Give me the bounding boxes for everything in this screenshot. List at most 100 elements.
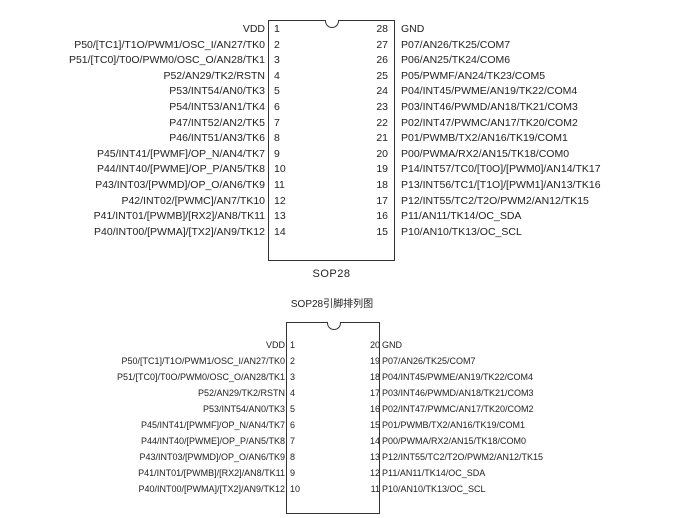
sop20-pin-label: P43/INT03/[PWMD]/OP_O/AN6/TK9 [139,451,285,462]
sop20-pin-number: 1 [290,340,296,350]
sop20-pin-number: 12 [369,467,380,478]
sop28-pin-label: P04/INT45/PWME/AN19/TK22/COM4 [401,85,578,98]
sop28-pin-number: 15 [376,225,388,238]
sop20-pin-label: P10/AN10/TK13/OC_SCL [382,483,486,494]
sop28-pin-number: 25 [376,69,388,82]
sop28-pin-number: 8 [274,132,280,145]
sop20-pin-label: P45/INT41/[PWMF]/OP_N/AN4/TK7 [140,419,285,430]
sop28-pin-label: P02/INT47/PWMC/AN17/TK20/COM2 [401,116,578,129]
sop28-pin-number: 2 [274,38,280,51]
sop28-pin-label: P07/AN26/TK25/COM7 [401,38,511,51]
sop28-pin-number: 18 [376,179,388,191]
sop28-pin-number: 13 [274,210,286,223]
sop28-pin-label: P50/[TC1]/T1O/PWM1/OSC_I/AN27/TK0 [74,38,265,51]
sop20-pin-label: P40/INT00/[PWMA]/[TX2]/AN9/TK12 [138,483,285,494]
sop20-pin-number: 7 [290,435,296,446]
sop28-pin-label: P01/PWMB/TX2/AN16/TK19/COM1 [401,132,568,145]
sop28-pin-number: 14 [274,225,286,238]
sop20-pin-label: P02/INT47/PWMC/AN17/TK20/COM2 [382,403,534,414]
sop28-pin-number: 3 [274,54,280,67]
sop20-pin-label: P11/AN11/TK14/OC_SDA [382,467,486,478]
sop28-pin-label: P13/INT56/TC1/[T1O]/[PWM1]/AN13/TK16 [401,179,601,191]
sop28-pin-number: 12 [274,194,286,207]
sop20-pin-number: 3 [290,371,296,382]
sop28-pin-label: P46/INT51/AN3/TK6 [169,132,265,145]
sop28-pin-number: 20 [376,147,388,160]
sop28-chip-notch [325,20,339,28]
sop20-pin-number: 15 [369,419,380,430]
sop20-pin-label: P53/INT54/AN0/TK3 [202,403,285,414]
sop28-pin-number: 5 [274,85,280,98]
sop28-pin-number: 26 [376,54,388,67]
sop28-pin-number: 28 [376,23,388,35]
sop28-pin-label: VDD [242,23,265,35]
sop20-pin-label: P41/INT01/[PWMB]/[RX2]/AN8/TK11 [138,467,285,478]
sop28-pin-label: P47/INT52/AN2/TK5 [169,116,265,129]
sop28-pin-label: P14/INT57/TC0/[T0O]/[PWM0]/AN14/TK17 [401,163,601,176]
sop20-pin-number: 11 [370,483,380,494]
sop28-pin-label: P43/INT03/[PWMD]/OP_O/AN6/TK9 [95,179,265,191]
sop20-pin-number: 20 [369,340,380,350]
sop28-pin-label: P45/INT41/[PWMF]/OP_N/AN4/TK7 [96,147,265,160]
sop28-pin-label: P51/[TC0]/T0O/PWM0/OSC_O/AN28/TK1 [68,54,265,67]
sop20-pin-label: P44/INT40/[PWME]/OP_P/AN5/TK8 [140,435,285,446]
sop28-pin-number: 16 [376,210,388,223]
sop28-pin-number: 19 [376,163,388,176]
sop20-pin-label: P00/PWMA/RX2/AN15/TK18/COM0 [382,435,527,446]
sop28-pin-label: P42/INT02/[PWMC]/AN7/TK10 [121,194,265,207]
sop20-chip-notch [327,322,341,330]
sop28-diagram-caption: SOP28引脚排列图 [290,299,374,310]
sop28-pin-number: 24 [376,85,388,98]
sop28-pin-number: 21 [376,132,388,145]
sop28-pin-label: GND [401,23,425,35]
sop28-pin-number: 10 [274,163,286,176]
sop28-pin-number: 7 [274,116,280,129]
sop20-pin-number: 4 [290,387,296,398]
sop20-pin-label: P07/AN26/TK25/COM7 [382,355,476,366]
sop20-pin-label: GND [382,340,402,350]
sop28-pin-label: P12/INT55/TC2/T2O/PWM2/AN12/TK15 [401,194,589,207]
sop28-pin-label: P54/INT53/AN1/TK4 [169,101,265,113]
sop20-pin-label: P03/INT46/PWMD/AN18/TK21/COM3 [382,387,534,398]
sop28-pin-label: P10/AN10/TK13/OC_SCL [401,225,522,238]
sop28-pin-number: 6 [274,101,280,113]
sop28-pin-label: P11/AN11/TK14/OC_SDA [401,210,522,223]
sop20-pin-number: 14 [369,435,380,446]
sop28-pin-number: 17 [376,194,388,207]
sop20-pin-number: 13 [369,451,380,462]
sop20-pin-label: P01/PWMB/TX2/AN16/TK19/COM1 [382,419,526,430]
sop20-pin-label: P52/AN29/TK2/RSTN [197,387,285,398]
sop28-pin-label: P53/INT54/AN0/TK3 [169,85,265,98]
sop28-package-label: SOP28 [312,268,351,280]
sop20-pin-label: VDD [265,340,285,350]
sop28-pin-label: P03/INT46/PWMD/AN18/TK21/COM3 [401,101,578,113]
sop28-pin-number: 22 [376,116,388,129]
sop20-pin-label: P50/[TC1]/T1O/PWM1/OSC_I/AN27/TK0 [121,355,285,366]
sop20-chip-body [286,322,380,514]
sop28-pin-label: P40/INT00/[PWMA]/[TX2]/AN9/TK12 [94,225,265,238]
sop20-pin-label: P51/[TC0]/T0O/PWM0/OSC_O/AN28/TK1 [116,371,285,382]
sop28-pin-number: 11 [274,179,285,191]
sop28-pin-label: P06/AN25/TK24/COM6 [401,54,511,67]
sop20-pin-label: P04/INT45/PWME/AN19/TK22/COM4 [382,371,534,382]
sop20-pin-number: 10 [290,483,301,494]
sop28-pin-label: P05/PWMF/AN24/TK23/COM5 [401,69,546,82]
sop20-pin-number: 16 [369,403,380,414]
sop28-pin-label: P41/INT01/[PWMB]/[RX2]/AN8/TK11 [93,210,265,223]
sop28-pin-label: P00/PWMA/RX2/AN15/TK18/COM0 [401,147,570,160]
sop28-chip-body [268,20,395,261]
sop28-pin-number: 4 [274,69,280,82]
sop20-pin-number: 17 [369,387,380,398]
sop20-pin-number: 9 [290,467,296,478]
sop20-pin-number: 2 [290,355,296,366]
sop28-pin-number: 23 [376,101,388,113]
sop20-pin-label: P12/INT55/TC2/T2O/PWM2/AN12/TK15 [382,451,544,462]
sop28-pin-number: 27 [376,38,388,51]
sop20-pin-number: 6 [290,419,296,430]
sop20-pin-number: 19 [369,355,380,366]
sop28-pin-number: 1 [274,23,280,35]
sop20-pin-number: 18 [369,371,380,382]
sop28-pin-label: P52/AN29/TK2/RSTN [163,69,265,82]
sop20-pin-number: 8 [290,451,296,462]
sop28-pin-number: 9 [274,147,280,160]
